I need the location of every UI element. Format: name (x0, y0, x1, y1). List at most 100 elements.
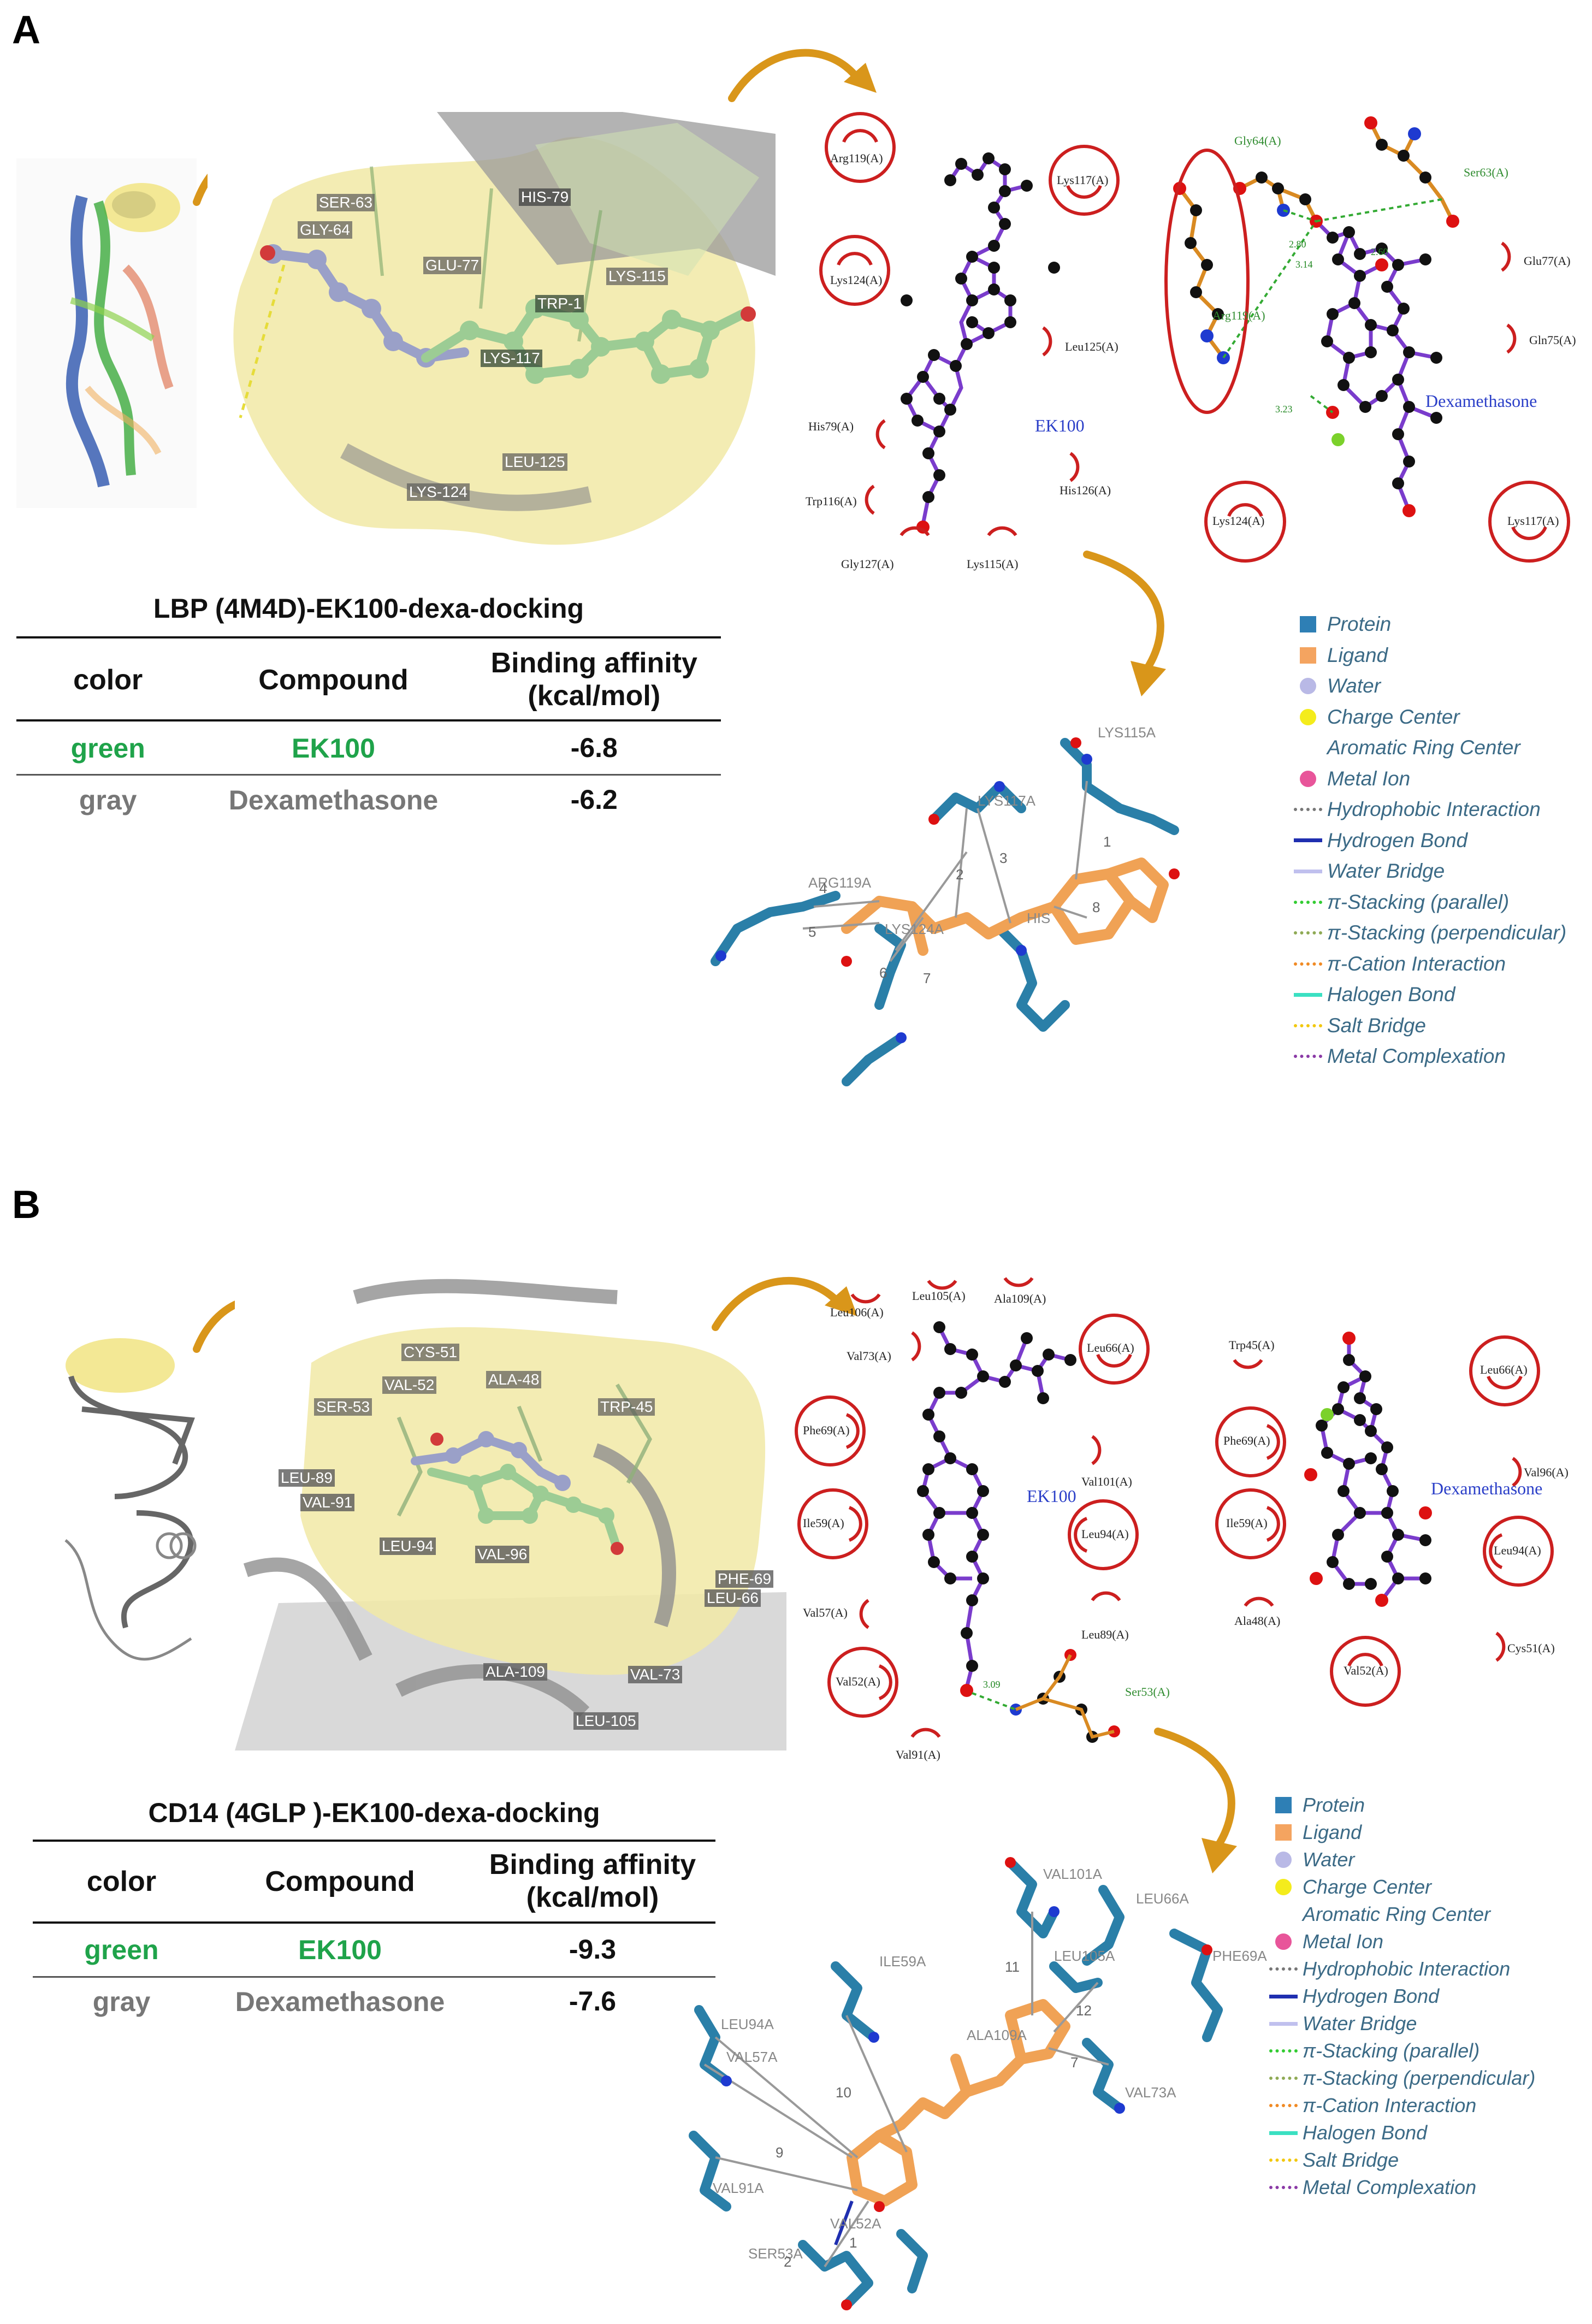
a3d-label-arg119: ARG119A (808, 874, 872, 891)
table-header-affinity-line2: (kcal/mol) (526, 1882, 659, 1913)
lig-b-dx-res-cys51: Cys51(A) (1507, 1641, 1555, 1655)
b3d-label-ser53: SER53A (748, 2245, 803, 2262)
lig-b-ek-res-ala109: Ala109(A) (994, 1292, 1046, 1305)
lig-b-ek-res-val101: Val101(A) (1081, 1475, 1132, 1488)
legend-item: Metal Complexation (1264, 2174, 1587, 2201)
lig-b-dx-res-val52: Val52(A) (1344, 1664, 1388, 1677)
row-compound: EK100 (298, 1935, 382, 1965)
legend-item: π-Stacking (perpendicular) (1289, 918, 1584, 949)
lig-b-ek-dist-1: 3.09 (983, 1679, 1001, 1690)
panel-b-table-title: CD14 (4GLP )-EK100-dexa-docking (148, 1797, 600, 1828)
lig-a-ek-res-his126: His126(A) (1060, 483, 1111, 497)
lig-a-ek-res-arg119: Arg119(A) (830, 151, 883, 165)
lig-b-ek-res-ser53: Ser53(A) (1125, 1685, 1170, 1699)
panel-b-table-rule-row (33, 1976, 715, 1978)
pocket-a-label-his79: HIS-79 (519, 188, 571, 206)
a3d-label-n3: 3 (999, 850, 1007, 866)
legend-label: Protein (1327, 613, 1392, 636)
row-color: gray (79, 785, 137, 815)
panel-b-affinity-table: CD14 (4GLP )-EK100-dexa-docking color Co… (33, 1797, 715, 2032)
lig-b-ek-res-val52: Val52(A) (836, 1675, 880, 1688)
pocket-a-label-lys124: LYS-124 (407, 483, 470, 501)
lig-a-dx-dist-1: 2.80 (1289, 239, 1306, 250)
ligplot-a-ek100: Arg119(A) Lys117(A) Lys124(A) Leu125(A) … (797, 104, 1147, 584)
lig-b-dx-ligand-name: Dexamethasone (1431, 1479, 1542, 1498)
b3d-label-n10: 10 (836, 2084, 851, 2101)
pocket-a-label-gly64: GLY-64 (298, 221, 352, 239)
lig-b-dx-res-phe69: Phe69(A) (1223, 1434, 1270, 1447)
panel-a-3d-interactions: LYS115A LYS117A ARG119A LYS124A HIS 1 2 … (672, 699, 1262, 1131)
b3d-label-n1: 1 (849, 2234, 857, 2251)
legend-item: Metal Ion (1289, 764, 1584, 795)
legend-label: Water Bridge (1327, 860, 1445, 883)
lig-b-ek-res-leu89: Leu89(A) (1081, 1628, 1129, 1641)
legend-item: Hydrogen Bond (1264, 1983, 1587, 2010)
b3d-label-val57: VAL57A (726, 2049, 778, 2065)
legend-item: π-Stacking (perpendicular) (1264, 2065, 1587, 2092)
pocket-b-label-leu89: LEU-89 (279, 1469, 335, 1487)
legend-swatch-pi-cation (1269, 2104, 1298, 2107)
panel-b-protein-overview (49, 1333, 224, 1677)
legend-label: Hydrogen Bond (1327, 829, 1468, 851)
b3d-label-n2: 2 (784, 2254, 791, 2270)
legend-swatch-charge (1275, 1879, 1292, 1895)
table-header-affinity-line2: (kcal/mol) (528, 680, 661, 712)
legend-item: Water (1264, 1846, 1587, 1873)
lig-a-dx-ligand-name: Dexamethasone (1425, 391, 1537, 411)
legend-swatch-waterbridge (1269, 2021, 1298, 2026)
legend-item: Aromatic Ring Center (1289, 732, 1584, 764)
legend-item: Metal Ion (1264, 1928, 1587, 1955)
legend-swatch-pi-perp (1294, 931, 1322, 935)
legend-label: π-Stacking (parallel) (1303, 2039, 1480, 2062)
legend-swatch-ligand (1300, 647, 1316, 664)
lig-a-dx-res-lys124: Lys124(A) (1212, 514, 1264, 528)
lig-b-ek-res-val91: Val91(A) (896, 1748, 940, 1761)
pocket-b-label-phe69: PHE-69 (715, 1570, 774, 1588)
pocket-b-label-val91: VAL-91 (300, 1494, 355, 1511)
legend-item: Halogen Bond (1264, 2119, 1587, 2146)
lig-b-ek-res-val57: Val57(A) (803, 1606, 848, 1619)
row-affinity: -6.2 (570, 784, 618, 815)
panel-a-table-header: color Compound Binding affinity (kcal/mo… (16, 647, 721, 713)
legend-item: Salt Bridge (1289, 1010, 1584, 1042)
b3d-label-phe69: PHE69A (1212, 1948, 1267, 1964)
panel-a-protein-overview (16, 158, 197, 508)
pocket-a-label-leu125: LEU-125 (502, 453, 567, 471)
a3d-label-lys124: LYS124A (885, 921, 944, 937)
row-compound: Dexamethasone (228, 785, 439, 815)
b3d-label-val101: VAL101A (1043, 1866, 1103, 1882)
row-affinity: -9.3 (569, 1934, 617, 1965)
legend-swatch-metal-complex (1294, 1055, 1322, 1058)
legend-item: Charge Center (1264, 1873, 1587, 1901)
row-color: green (70, 733, 145, 764)
panel-b-legend: Protein Ligand Water Charge Center Aroma… (1264, 1791, 1587, 2201)
table-row: gray Dexamethasone -7.6 (33, 1980, 715, 2024)
lig-a-dx-res-lys117: Lys117(A) (1507, 514, 1559, 528)
legend-item: Metal Complexation (1289, 1041, 1584, 1072)
row-compound: Dexamethasone (235, 1986, 445, 2017)
legend-label: Charge Center (1303, 1876, 1432, 1898)
lig-b-ek-res-leu106: Leu106(A) (830, 1305, 884, 1319)
lig-b-dx-res-trp45: Trp45(A) (1229, 1338, 1275, 1352)
b3d-label-leu105: LEU105A (1054, 1948, 1115, 1964)
legend-swatch-metal (1300, 770, 1316, 787)
panel-a-table-rule-top (16, 636, 721, 638)
a3d-label-n5: 5 (808, 924, 816, 940)
table-header-affinity-line1: Binding affinity (490, 647, 697, 679)
pocket-a-label-trp: TRP-1 (535, 295, 584, 312)
legend-label: Salt Bridge (1303, 2149, 1399, 2171)
panel-b-3d-interactions: VAL101A LEU66A LEU105A PHE69A ILE59A LEU… (672, 1852, 1267, 2316)
legend-label: Hydrophobic Interaction (1327, 798, 1541, 821)
legend-label: Charge Center (1327, 705, 1460, 728)
b3d-label-val52: VAL52A (830, 2215, 881, 2232)
legend-label: Hydrophobic Interaction (1303, 1958, 1511, 1980)
legend-label: Water Bridge (1303, 2012, 1417, 2035)
lig-b-dx-res-ala48: Ala48(A) (1234, 1614, 1280, 1628)
arrow-b-2 (712, 1276, 857, 1331)
table-row: green EK100 -6.8 (16, 726, 721, 770)
legend-label: Aromatic Ring Center (1303, 1903, 1491, 1925)
pocket-b-label-leu94: LEU-94 (380, 1537, 436, 1555)
legend-item: π-Stacking (parallel) (1264, 2037, 1587, 2065)
table-header-compound: Compound (265, 1866, 415, 1897)
lig-a-ek-res-gly127: Gly127(A) (841, 557, 894, 571)
